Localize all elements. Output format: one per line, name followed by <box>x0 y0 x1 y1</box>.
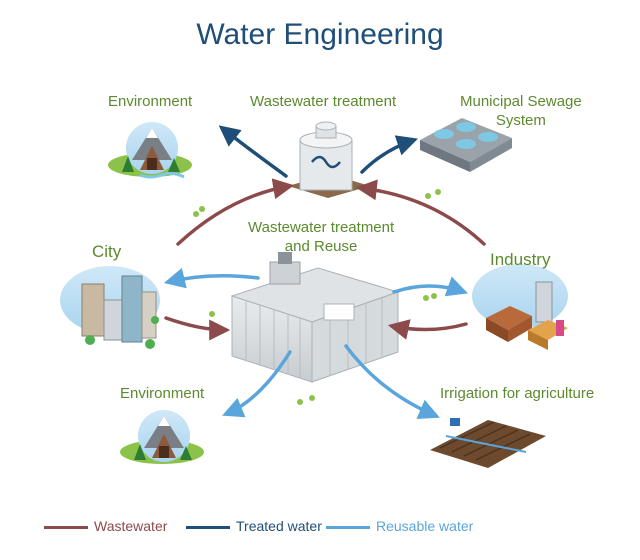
legend-treated-line <box>186 525 230 529</box>
legend-reusable-line <box>326 525 370 529</box>
arrow-industry-to-container <box>387 319 468 340</box>
arrow-container-to-environment <box>222 350 292 418</box>
arrow-city-to-container <box>164 316 231 341</box>
label-environment-bottom: Environment <box>120 385 205 402</box>
arrow-city-to-tank <box>176 178 295 246</box>
treatment-tank-illustration <box>288 121 370 198</box>
arrow-container-to-irrigation <box>344 344 440 420</box>
diagram-title: Water Engineering <box>196 18 444 51</box>
arrow-tank-to-environment <box>218 125 288 178</box>
city-illustration <box>60 266 160 349</box>
legend-reusable: Reusable water <box>326 516 473 536</box>
label-center: Wastewater treatment and Reuse <box>248 219 395 255</box>
industry-illustration <box>472 264 568 350</box>
label-industry: Industry <box>490 250 551 269</box>
municipal-sewage-illustration <box>420 118 512 172</box>
tree-accents <box>193 189 441 405</box>
arrow-tank-to-municipal <box>360 135 418 174</box>
label-wastewater-treatment: Wastewater treatment <box>250 93 397 110</box>
label-city: City <box>92 242 122 261</box>
arrow-industry-to-tank <box>355 179 486 246</box>
treatment-container-illustration <box>230 252 400 383</box>
irrigation-illustration <box>430 418 546 468</box>
label-irrigation: Irrigation for agriculture <box>440 385 595 402</box>
legend-reusable-label: Reusable water <box>376 518 474 534</box>
label-municipal-sewage: Municipal Sewage System <box>460 93 582 129</box>
arrow-container-to-city <box>163 267 260 289</box>
legend-treated-label: Treated water <box>236 518 322 534</box>
label-environment-top: Environment <box>108 93 193 110</box>
environment-bottom-illustration <box>120 410 204 464</box>
legend-treated: Treated water <box>186 516 322 536</box>
legend-wastewater: Wastewater <box>44 516 167 536</box>
arrow-container-to-industry <box>392 276 468 297</box>
legend-wastewater-line <box>44 525 88 529</box>
legend-wastewater-label: Wastewater <box>94 518 168 534</box>
environment-top-illustration <box>108 122 192 179</box>
